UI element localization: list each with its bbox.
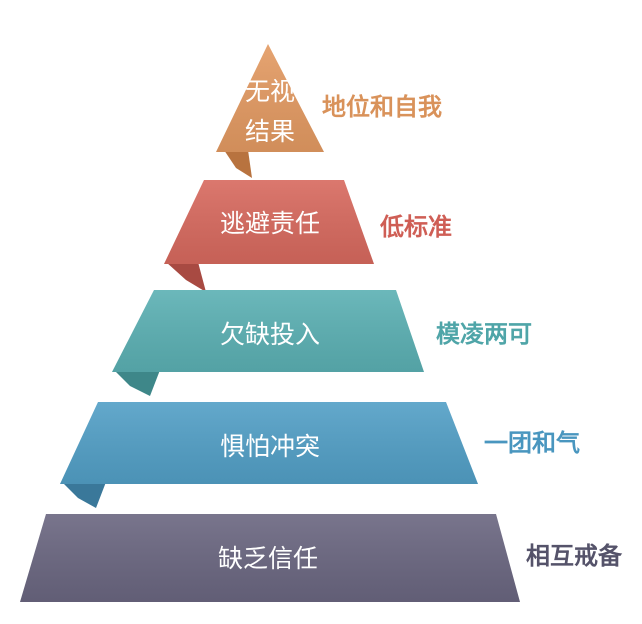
pyramid-tier-3: 欠缺投入 bbox=[112, 290, 424, 396]
tier-5-side-label: 相互戒备 bbox=[526, 542, 622, 570]
tier-3-text: 欠缺投入 bbox=[220, 320, 320, 349]
tier-4-side-label: 一团和气 bbox=[484, 429, 580, 457]
tier-2-side-label: 低标准 bbox=[380, 213, 452, 241]
pyramid-tier-2: 逃避责任 bbox=[164, 180, 374, 292]
tier-1-side-label: 地位和自我 bbox=[322, 93, 442, 121]
tier-1-text-line1: 无视 bbox=[245, 77, 295, 106]
tier-4-fold bbox=[62, 482, 106, 508]
pyramid-tier-1: 无视 结果 bbox=[216, 44, 324, 178]
tier-3-side-label: 模凌两可 bbox=[436, 320, 532, 348]
tier-5-text: 缺乏信任 bbox=[218, 544, 318, 573]
tier-1-fold bbox=[224, 150, 252, 178]
tier-1-text-line2: 结果 bbox=[245, 117, 295, 146]
tier-3-fold bbox=[114, 370, 160, 396]
tier-2-text: 逃避责任 bbox=[220, 209, 320, 238]
pyramid-tier-4: 惧怕冲突 bbox=[60, 402, 478, 508]
pyramid-tier-5: 缺乏信任 bbox=[20, 514, 520, 602]
tier-4-text: 惧怕冲突 bbox=[220, 432, 320, 461]
tier-2-fold bbox=[166, 262, 206, 292]
